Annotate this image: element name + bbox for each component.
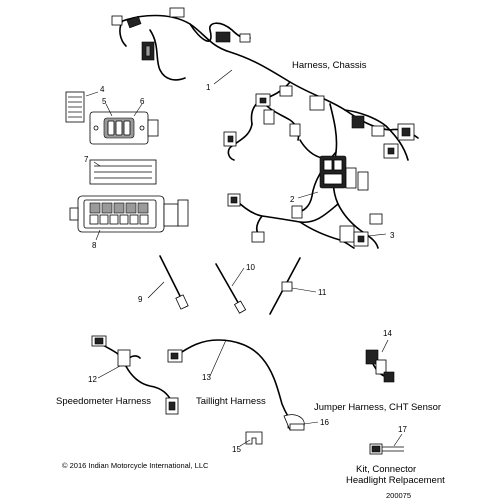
fuse-label-decal [89, 159, 157, 185]
callout-10: 10 [246, 263, 255, 272]
callout-8: 8 [92, 241, 97, 250]
callout-11: 11 [318, 288, 327, 297]
callout-13: 13 [202, 373, 211, 382]
callout-15: 15 [232, 445, 241, 454]
callout-14: 14 [383, 329, 392, 338]
cable-tie-10 [215, 263, 247, 314]
caption-harness-chassis: Harness, Chassis [292, 60, 367, 71]
callout-16: 16 [320, 418, 329, 427]
callout-5: 5 [102, 97, 107, 106]
caption-jumper-harness: Jumper Harness, CHT Sensor [314, 402, 441, 413]
cht-jumper-harness [365, 349, 395, 383]
cable-tie-11 [269, 257, 301, 315]
fuse-box [69, 195, 189, 233]
caption-headlight-replacement: Headlight Relpacement [346, 475, 445, 486]
callout-3: 3 [390, 231, 395, 240]
speedometer-harness [91, 335, 179, 415]
caption-kit-connector: Kit, Connector [356, 464, 416, 475]
drawing-number: 200075 [386, 491, 411, 500]
callout-7: 7 [84, 155, 89, 164]
callout-9: 9 [138, 295, 143, 304]
callout-4: 4 [100, 85, 105, 94]
callout-6: 6 [140, 97, 145, 106]
headlight-connector-kit [369, 443, 404, 455]
callout-2: 2 [290, 195, 295, 204]
clip-16 [283, 414, 305, 431]
cable-tie-9 [159, 255, 189, 310]
callout-1: 1 [206, 83, 211, 92]
callout-12: 12 [88, 375, 97, 384]
chassis-harness [111, 7, 419, 249]
leader-lines [85, 69, 403, 447]
label-decal [65, 91, 85, 123]
relay-module [89, 111, 159, 145]
caption-taillight-harness: Taillight Harness [196, 396, 266, 407]
callout-17: 17 [398, 425, 407, 434]
copyright-notice: © 2016 Indian Motorcycle International, … [62, 461, 209, 470]
taillight-harness [167, 339, 299, 429]
caption-speedometer-harness: Speedometer Harness [56, 396, 151, 407]
clip-15 [245, 431, 263, 445]
